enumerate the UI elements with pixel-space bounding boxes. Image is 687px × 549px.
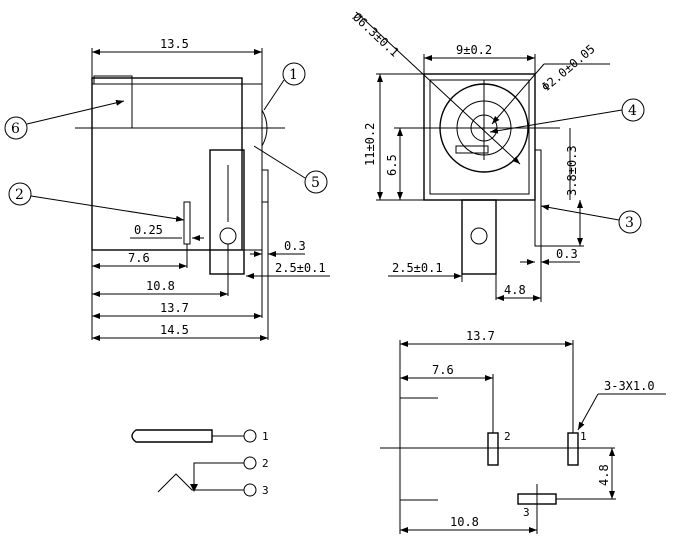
dim-label-2-5-side: 2.5±0.1 (392, 261, 443, 275)
dim-label-13-7: 13.7 (160, 301, 189, 315)
dim-label-0-25: 0.25 (134, 223, 163, 237)
dim-label-10-8: 10.8 (146, 279, 175, 293)
front-pin-2 (183, 201, 191, 245)
schematic-pin-2-label: 2 (262, 457, 269, 470)
callout-6-label: 6 (11, 121, 20, 137)
pin-3-terminal (243, 483, 257, 497)
callout-2 (8, 182, 32, 206)
pcb-footprint: 2 1 3 13.7 7.6 3-3X1.0 4.8 10.8 (380, 329, 666, 534)
callout-3-label: 3 (625, 215, 634, 231)
side-view: 9±0.2 Ø6.3±0.1 Φ2.0±0.05 11±0.2 6.5 3.8±… (350, 10, 645, 302)
side-pin-3 (461, 199, 497, 275)
leader-6 (26, 99, 125, 125)
callout-3 (618, 210, 642, 234)
dim-label-2-0: Φ2.0±0.05 (539, 42, 598, 95)
fp-dim-label-7-6: 7.6 (432, 363, 454, 377)
dim-label-13-5: 13.5 (160, 37, 189, 51)
callout-2-label: 2 (15, 187, 24, 203)
front-pin-1 (261, 169, 269, 203)
dim-line-6-3 (355, 11, 521, 165)
dim-label-11: 11±0.2 (363, 123, 377, 166)
dim-label-6-5: 6.5 (385, 154, 399, 176)
side-pin-1 (534, 149, 542, 247)
callout-5-label: 5 (311, 175, 320, 191)
fp-hole-leader (577, 393, 599, 431)
footprint-pad-3-label: 3 (523, 506, 530, 519)
front-pin-3 (209, 149, 245, 275)
leader-3 (540, 204, 620, 221)
leader-2 (30, 195, 185, 222)
plug-symbol (131, 429, 213, 443)
callout-5 (304, 170, 328, 194)
front-view: 13.5 0.25 7.6 0.3 2.5±0.1 10.8 13.7 14.5 (4, 37, 330, 341)
fp-dim-label-13-7: 13.7 (466, 329, 495, 343)
dim-label-6-3: Ø6.3±0.1 (350, 10, 402, 60)
dim-label-0-3-side: 0.3 (556, 247, 578, 261)
pin-1-terminal (243, 429, 257, 443)
schematic-symbol: 1 2 3 (131, 429, 269, 497)
side-pin-hole (470, 227, 488, 245)
callout-4-label: 4 (628, 103, 637, 119)
front-top-tab (93, 75, 133, 85)
leader-1 (263, 79, 285, 111)
callout-1 (282, 62, 306, 86)
schematic-pin-1-label: 1 (262, 430, 269, 443)
front-body-outline (91, 77, 243, 251)
pin-2-wire (193, 462, 244, 490)
footprint-pad-1-label: 1 (580, 430, 587, 443)
callout-1-label: 1 (289, 67, 298, 83)
schematic-pin-3-label: 3 (262, 484, 269, 497)
dim-label-7-6: 7.6 (128, 251, 150, 265)
leader-2-0 (491, 63, 545, 125)
leader-4 (489, 109, 623, 134)
fp-hole-spec: 3-3X1.0 (604, 379, 655, 393)
side-body-inner (429, 79, 530, 195)
footprint-pad-2 (487, 432, 499, 466)
callout-6 (4, 116, 28, 140)
fp-dim-label-10-8: 10.8 (450, 515, 479, 529)
fp-dim-label-4-8: 4.8 (597, 464, 611, 486)
side-spring-contact (455, 145, 489, 154)
dim-label-4-8: 4.8 (504, 283, 526, 297)
front-pin-hole (219, 227, 237, 245)
dim-label-9: 9±0.2 (456, 43, 492, 57)
pin-2-terminal (243, 456, 257, 470)
pin-3-wire (157, 473, 244, 493)
leader-5 (253, 145, 306, 179)
dim-label-0-3: 0.3 (284, 239, 306, 253)
dim-label-2-5: 2.5±0.1 (275, 261, 326, 275)
footprint-pad-1 (567, 432, 579, 466)
dim-label-14-5: 14.5 (160, 323, 189, 337)
pin-2-arrow (190, 484, 198, 492)
footprint-pad-2-label: 2 (504, 430, 511, 443)
dim-label-3-8: 3.8±0.3 (565, 145, 579, 196)
